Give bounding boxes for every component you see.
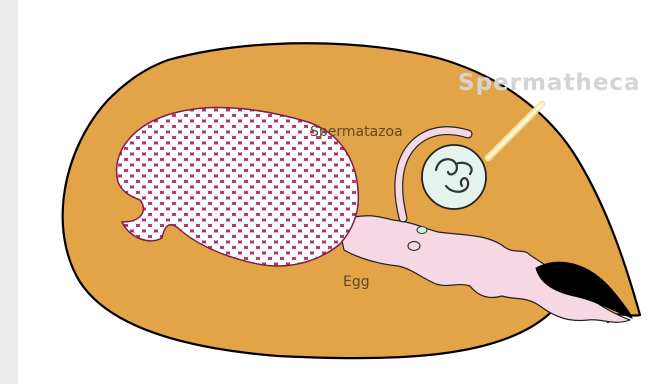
spermatheca-label: Spermatheca [458,70,641,96]
sperm-droplet [417,227,427,234]
spermatheca-capsule [422,145,486,209]
diagram-frame: Spermatheca Spermatazoa Egg [18,0,652,384]
egg-label: Egg [343,274,370,290]
diagram-canvas [18,0,652,384]
spermatozoa-label: Spermatazoa [310,124,403,140]
egg-cell [408,242,420,251]
